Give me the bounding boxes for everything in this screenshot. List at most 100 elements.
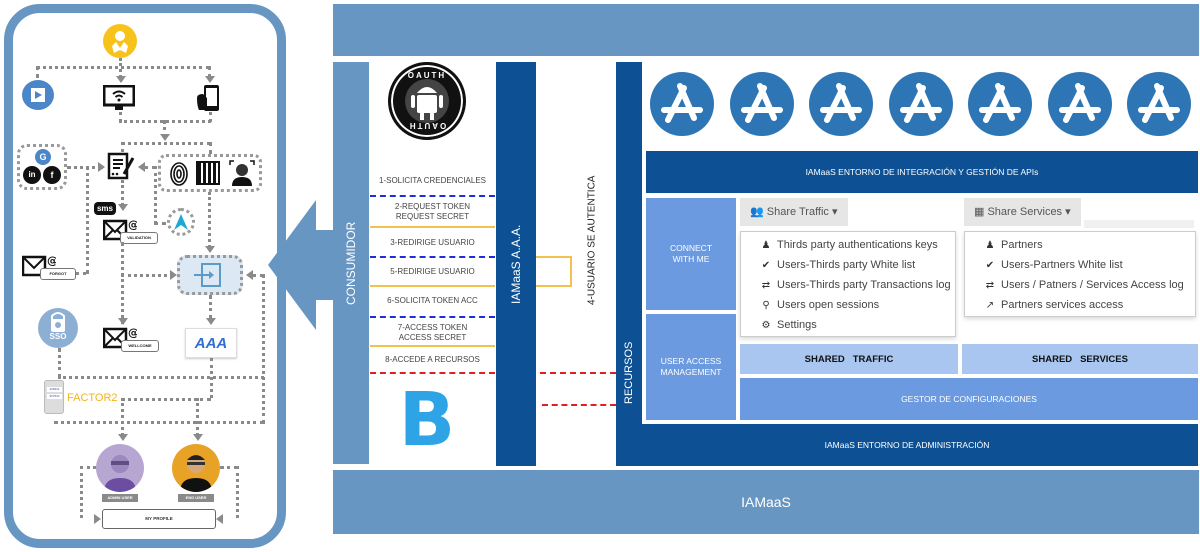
menu-label: Users-Thirds party Transactions log bbox=[777, 279, 951, 291]
step-6: 6-SOLICITA TOKEN ACC bbox=[387, 296, 478, 305]
step-1: 1-SOLICITA CREDENCIALES bbox=[379, 176, 486, 185]
menu-label: Users-Thirds party White list bbox=[777, 259, 916, 271]
connect-with-me-block[interactable]: CONNECT WITH ME bbox=[646, 198, 736, 310]
biometric-auth-group bbox=[158, 154, 262, 192]
menu-item-open-sessions[interactable]: ⚲Users open sessions bbox=[741, 295, 955, 315]
menu-item-auth-keys[interactable]: ♟Thirds party authentications keys bbox=[741, 235, 955, 255]
usuario-autentica-label: 4-USUARIO SE AUTENTICA bbox=[586, 175, 598, 305]
caret-down-icon: ▾ bbox=[1065, 206, 1071, 218]
recursos-column: RECURSOS bbox=[616, 62, 642, 426]
app-store-icon[interactable] bbox=[809, 72, 873, 136]
app-store-icon[interactable] bbox=[888, 72, 953, 136]
app-store-icon[interactable] bbox=[1047, 72, 1112, 136]
oauth-label-top: OAUTH bbox=[407, 71, 447, 80]
sso-label: SSO bbox=[49, 332, 67, 341]
oauth-label-bottom: OAUTH bbox=[407, 121, 447, 130]
blockchain-logo: B bbox=[398, 377, 456, 463]
svg-text:@: @ bbox=[128, 218, 137, 231]
step-8: 8-ACCEDE A RECURSOS bbox=[385, 355, 480, 364]
menu-label: Users / Patners / Services Access log bbox=[1001, 279, 1184, 291]
app-store-icon[interactable] bbox=[1127, 72, 1191, 136]
consumidor-column: CONSUMIDOR bbox=[333, 62, 369, 464]
star-user-icon bbox=[103, 24, 137, 58]
share-traffic-label: Share Traffic bbox=[766, 206, 829, 218]
validation-tag: VALIDATION bbox=[120, 232, 158, 244]
smart-tv-icon bbox=[102, 84, 136, 111]
share-traffic-menu: ♟Thirds party authentications keys ✔ User… bbox=[740, 231, 956, 337]
menu-item-partners-white-list[interactable]: ✔ Users-Partners White list bbox=[965, 255, 1195, 275]
registration-form-icon bbox=[107, 152, 135, 180]
menu-item-transactions-log[interactable]: ⇄ Users-Thirds party Transactions log bbox=[741, 275, 955, 295]
integration-header: IAMaaS ENTORNO DE INTEGRACIÓN Y GESTIÓN … bbox=[646, 151, 1198, 193]
factor2-label: FACTOR2 bbox=[67, 392, 118, 404]
oauth-android-badge: OAUTH OAUTH bbox=[388, 62, 466, 140]
step-5: 5-REDIRIGE USUARIO bbox=[390, 267, 475, 276]
administration-band: IAMaaS ENTORNO DE ADMINISTRACIÓN bbox=[616, 424, 1198, 466]
caret-down-icon: ▾ bbox=[832, 206, 838, 218]
qr-code-icon bbox=[196, 161, 220, 185]
forgot-tag: FORGOT bbox=[40, 268, 76, 280]
user-access-management-block[interactable]: USER ACCESS MANAGEMENT bbox=[646, 314, 736, 420]
menu-label: Users-Partners White list bbox=[1001, 259, 1123, 271]
face-recognition-icon bbox=[229, 160, 255, 186]
svg-text:@: @ bbox=[47, 254, 56, 267]
phone-code-2: 967532 bbox=[47, 394, 62, 399]
menu-item-access-log[interactable]: ⇄ Users / Patners / Services Access log bbox=[965, 275, 1195, 295]
app-store-icon[interactable] bbox=[968, 72, 1032, 136]
key-icon: ⚲ bbox=[762, 299, 770, 311]
svg-text:@: @ bbox=[128, 326, 137, 339]
exchange-icon: ⇄ bbox=[761, 279, 771, 291]
app-store-icon[interactable] bbox=[729, 72, 794, 136]
social-login-group: G in f bbox=[17, 144, 67, 190]
shared-services-block[interactable]: SHARED SERVICES bbox=[962, 344, 1198, 374]
forgot-email-icon: @ bbox=[21, 254, 58, 278]
top-band bbox=[333, 4, 1199, 56]
external-link-icon: ↗ bbox=[985, 299, 995, 311]
user-icon: ♟ bbox=[985, 239, 995, 251]
grid-icon: ▦ bbox=[974, 206, 985, 218]
step-2: 2-REQUEST TOKEN REQUEST SECRET bbox=[394, 202, 471, 221]
facebook-icon: f bbox=[43, 166, 61, 184]
video-icon bbox=[22, 80, 54, 110]
step-3: 3-REDIRIGE USUARIO bbox=[390, 238, 475, 247]
my-profile-button[interactable]: MY PROFILE bbox=[102, 509, 216, 529]
share-services-menu: ♟ Partners ✔ Users-Partners White list ⇄ Us… bbox=[964, 231, 1196, 317]
aaa-logo: AAA bbox=[185, 328, 237, 358]
app-store-icon[interactable] bbox=[650, 72, 714, 136]
big-left-arrow bbox=[268, 200, 344, 330]
menu-label: Partners bbox=[1001, 239, 1043, 251]
check-icon: ✔ bbox=[761, 259, 771, 271]
gestor-configuraciones-block[interactable]: GESTOR DE CONFIGURACIONES bbox=[740, 378, 1198, 420]
menu-label: Settings bbox=[777, 319, 817, 331]
arrow-logo-icon bbox=[167, 208, 195, 236]
admin-user-avatar bbox=[96, 444, 144, 492]
menu-item-partners[interactable]: ♟ Partners bbox=[965, 235, 1195, 255]
menu-label: Thirds party authentications keys bbox=[777, 239, 938, 251]
shared-traffic-block[interactable]: SHARED TRAFFIC bbox=[740, 344, 958, 374]
users-icon: 👥 bbox=[750, 206, 764, 218]
share-traffic-button[interactable]: 👥 Share Traffic ▾ bbox=[740, 198, 848, 226]
login-box[interactable] bbox=[177, 255, 243, 295]
factor2-phone-icon: 428431 967532 bbox=[44, 380, 64, 414]
check-icon: ✔ bbox=[985, 259, 995, 271]
admin-user-tag: ADMIN USER bbox=[102, 494, 138, 502]
menu-item-settings[interactable]: ⚙ Settings bbox=[741, 315, 955, 335]
gear-icon: ⚙ bbox=[761, 319, 771, 331]
welcome-email-icon: @ bbox=[102, 326, 139, 350]
sms-badge: sms bbox=[94, 202, 116, 215]
end-user-avatar bbox=[172, 444, 220, 492]
menu-item-services-access[interactable]: ↗ Partners services access bbox=[965, 295, 1195, 315]
wellcome-tag: WELLCOME bbox=[121, 340, 159, 352]
footer-band: IAMaaS bbox=[333, 470, 1199, 534]
menu-label: Partners services access bbox=[1001, 299, 1124, 311]
recursos-label: RECURSOS bbox=[623, 342, 635, 405]
share-services-button[interactable]: ▦ Share Services ▾ bbox=[964, 198, 1081, 226]
phone-code-1: 428431 bbox=[47, 387, 62, 392]
exchange-icon: ⇄ bbox=[985, 279, 995, 291]
sso-lock-icon: SSO bbox=[38, 308, 78, 348]
iamaas-aaa-column: IAMaaS A.A.A. bbox=[496, 62, 536, 466]
menu-item-white-list[interactable]: ✔ Users-Thirds party White list bbox=[741, 255, 955, 275]
end-user-tag: END USER bbox=[178, 494, 214, 502]
google-icon: G bbox=[35, 149, 51, 165]
mobile-phone-icon bbox=[195, 84, 223, 112]
